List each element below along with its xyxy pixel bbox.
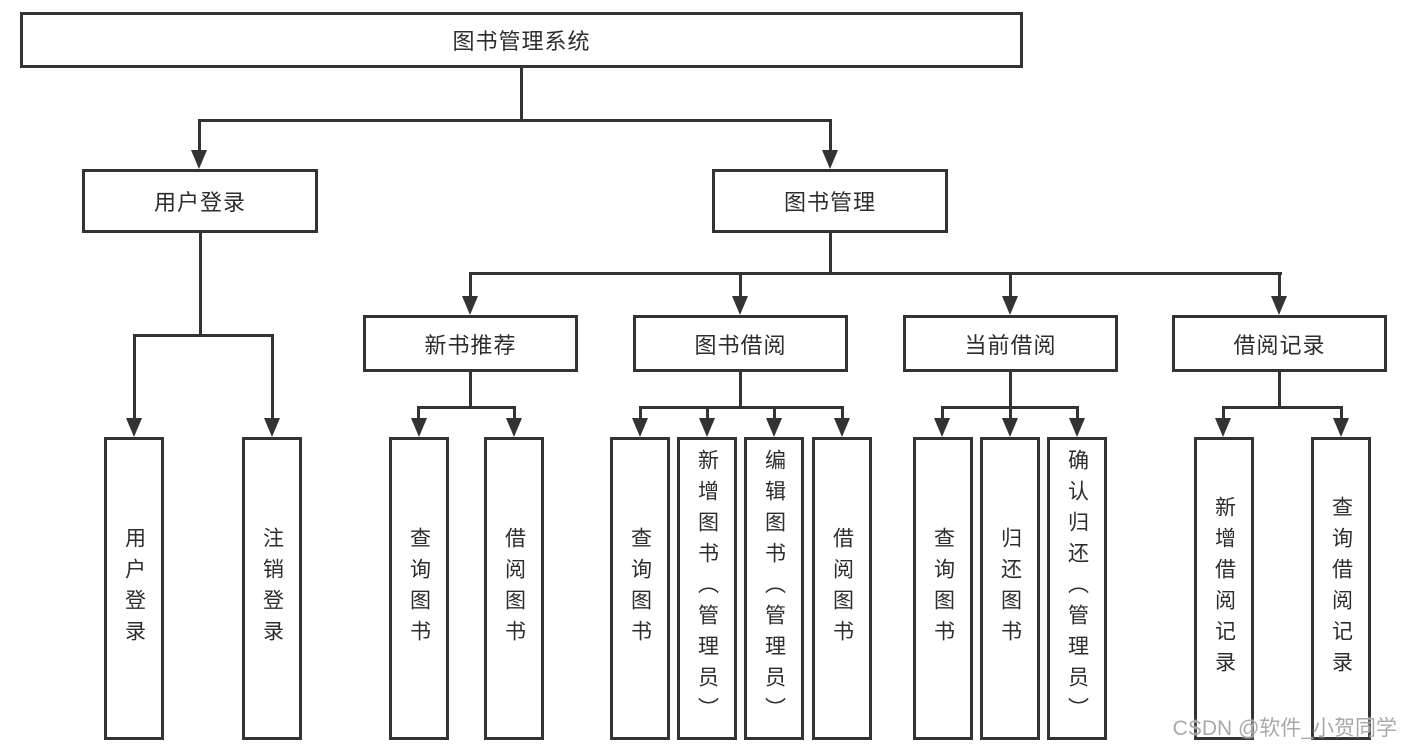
- connector-line: [1278, 272, 1281, 300]
- connector-line: [1076, 406, 1079, 422]
- leaf-recommend-borrow-book: 借阅图书: [484, 437, 544, 740]
- connector-line: [706, 406, 709, 422]
- node-label: 查询借阅记录: [1329, 495, 1353, 682]
- connector-line: [1340, 406, 1343, 422]
- leaf-borrow-add-book-admin: 新增图书（管理员）: [677, 437, 737, 740]
- connector-line: [520, 66, 523, 122]
- connector-line: [1278, 372, 1281, 409]
- arrow-down-icon: [1069, 418, 1085, 437]
- arrow-down-icon: [822, 150, 838, 169]
- node-new-book-recommend: 新书推荐: [363, 315, 578, 372]
- arrow-down-icon: [1215, 418, 1231, 437]
- node-label: 图书借阅: [694, 332, 787, 358]
- connector-line: [199, 233, 202, 337]
- connector-line: [133, 334, 136, 422]
- connector-line: [739, 372, 742, 409]
- node-label: 用户登录: [153, 190, 246, 215]
- connector-line: [1009, 372, 1012, 409]
- arrow-down-icon: [632, 418, 648, 437]
- connector-line: [417, 406, 420, 422]
- node-library-management-system: 图书管理系统: [20, 12, 1023, 68]
- connector-line: [513, 406, 516, 422]
- arrow-down-icon: [1271, 296, 1287, 315]
- node-book-management: 图书管理: [712, 169, 948, 233]
- leaf-borrow-edit-book-admin: 编辑图书（管理员）: [744, 437, 804, 740]
- connector-line: [417, 406, 516, 409]
- node-label: 借阅记录: [1233, 332, 1326, 358]
- arrow-down-icon: [934, 418, 950, 437]
- leaf-current-query-book: 查询图书: [913, 437, 973, 740]
- connector-line: [271, 334, 274, 422]
- arrow-down-icon: [1002, 296, 1018, 315]
- connector-line: [133, 334, 274, 337]
- arrow-down-icon: [126, 418, 142, 437]
- node-label: 查询图书: [407, 526, 431, 651]
- arrow-down-icon: [1002, 418, 1018, 437]
- connector-line: [841, 406, 844, 422]
- connector-line: [739, 272, 742, 300]
- arrow-down-icon: [506, 418, 522, 437]
- connector-line: [941, 406, 944, 422]
- connector-line: [639, 406, 844, 409]
- connector-line: [1009, 406, 1012, 422]
- leaf-records-query-record: 查询借阅记录: [1311, 437, 1371, 740]
- arrow-down-icon: [1333, 418, 1349, 437]
- node-label: 归还图书: [998, 526, 1022, 651]
- node-label: 查询图书: [628, 526, 652, 651]
- leaf-logout: 注销登录: [242, 437, 302, 740]
- arrow-down-icon: [732, 296, 748, 315]
- arrow-down-icon: [264, 418, 280, 437]
- connector-line: [1009, 272, 1012, 300]
- leaf-current-confirm-return-admin: 确认归还（管理员）: [1047, 437, 1107, 740]
- arrow-down-icon: [699, 418, 715, 437]
- csdn-watermark: CSDN @软件_小贺同学: [1172, 717, 1397, 740]
- node-label: 图书管理系统: [452, 29, 591, 54]
- node-label: 借阅图书: [830, 526, 854, 651]
- node-user-login: 用户登录: [82, 169, 318, 233]
- node-label: 编辑图书（管理员）: [762, 449, 786, 728]
- leaf-records-add-record: 新增借阅记录: [1194, 437, 1254, 740]
- connector-line: [773, 406, 776, 422]
- node-current-borrow: 当前借阅: [903, 315, 1118, 372]
- connector-line: [469, 272, 1282, 275]
- connector-line: [198, 119, 832, 122]
- leaf-borrow-borrow-book: 借阅图书: [812, 437, 872, 740]
- connector-line: [469, 272, 472, 300]
- leaf-recommend-query-book: 查询图书: [389, 437, 449, 740]
- node-label: 借阅图书: [502, 526, 526, 651]
- arrow-down-icon: [834, 418, 850, 437]
- node-label: 新增图书（管理员）: [695, 449, 719, 728]
- connector-line: [1222, 406, 1342, 409]
- node-label: 新增借阅记录: [1212, 495, 1236, 682]
- arrow-down-icon: [462, 296, 478, 315]
- node-label: 新书推荐: [424, 332, 517, 358]
- connector-line: [198, 119, 201, 155]
- connector-line: [639, 406, 642, 422]
- leaf-user-login: 用户登录: [104, 437, 164, 740]
- leaf-borrow-query-book: 查询图书: [610, 437, 670, 740]
- connector-line: [469, 372, 472, 409]
- node-borrow-records: 借阅记录: [1172, 315, 1387, 372]
- node-label: 确认归还（管理员）: [1065, 449, 1089, 728]
- node-label: 注销登录: [260, 526, 284, 651]
- connector-line: [829, 233, 832, 275]
- node-book-borrow: 图书借阅: [633, 315, 848, 372]
- node-label: 用户登录: [122, 526, 146, 651]
- arrow-down-icon: [191, 150, 207, 169]
- leaf-current-return-book: 归还图书: [980, 437, 1040, 740]
- node-label: 查询图书: [931, 526, 955, 651]
- node-label: 图书管理: [783, 190, 876, 215]
- node-label: 当前借阅: [964, 332, 1057, 358]
- arrow-down-icon: [766, 418, 782, 437]
- arrow-down-icon: [411, 418, 427, 437]
- connector-line: [1222, 406, 1225, 422]
- connector-line: [829, 119, 832, 155]
